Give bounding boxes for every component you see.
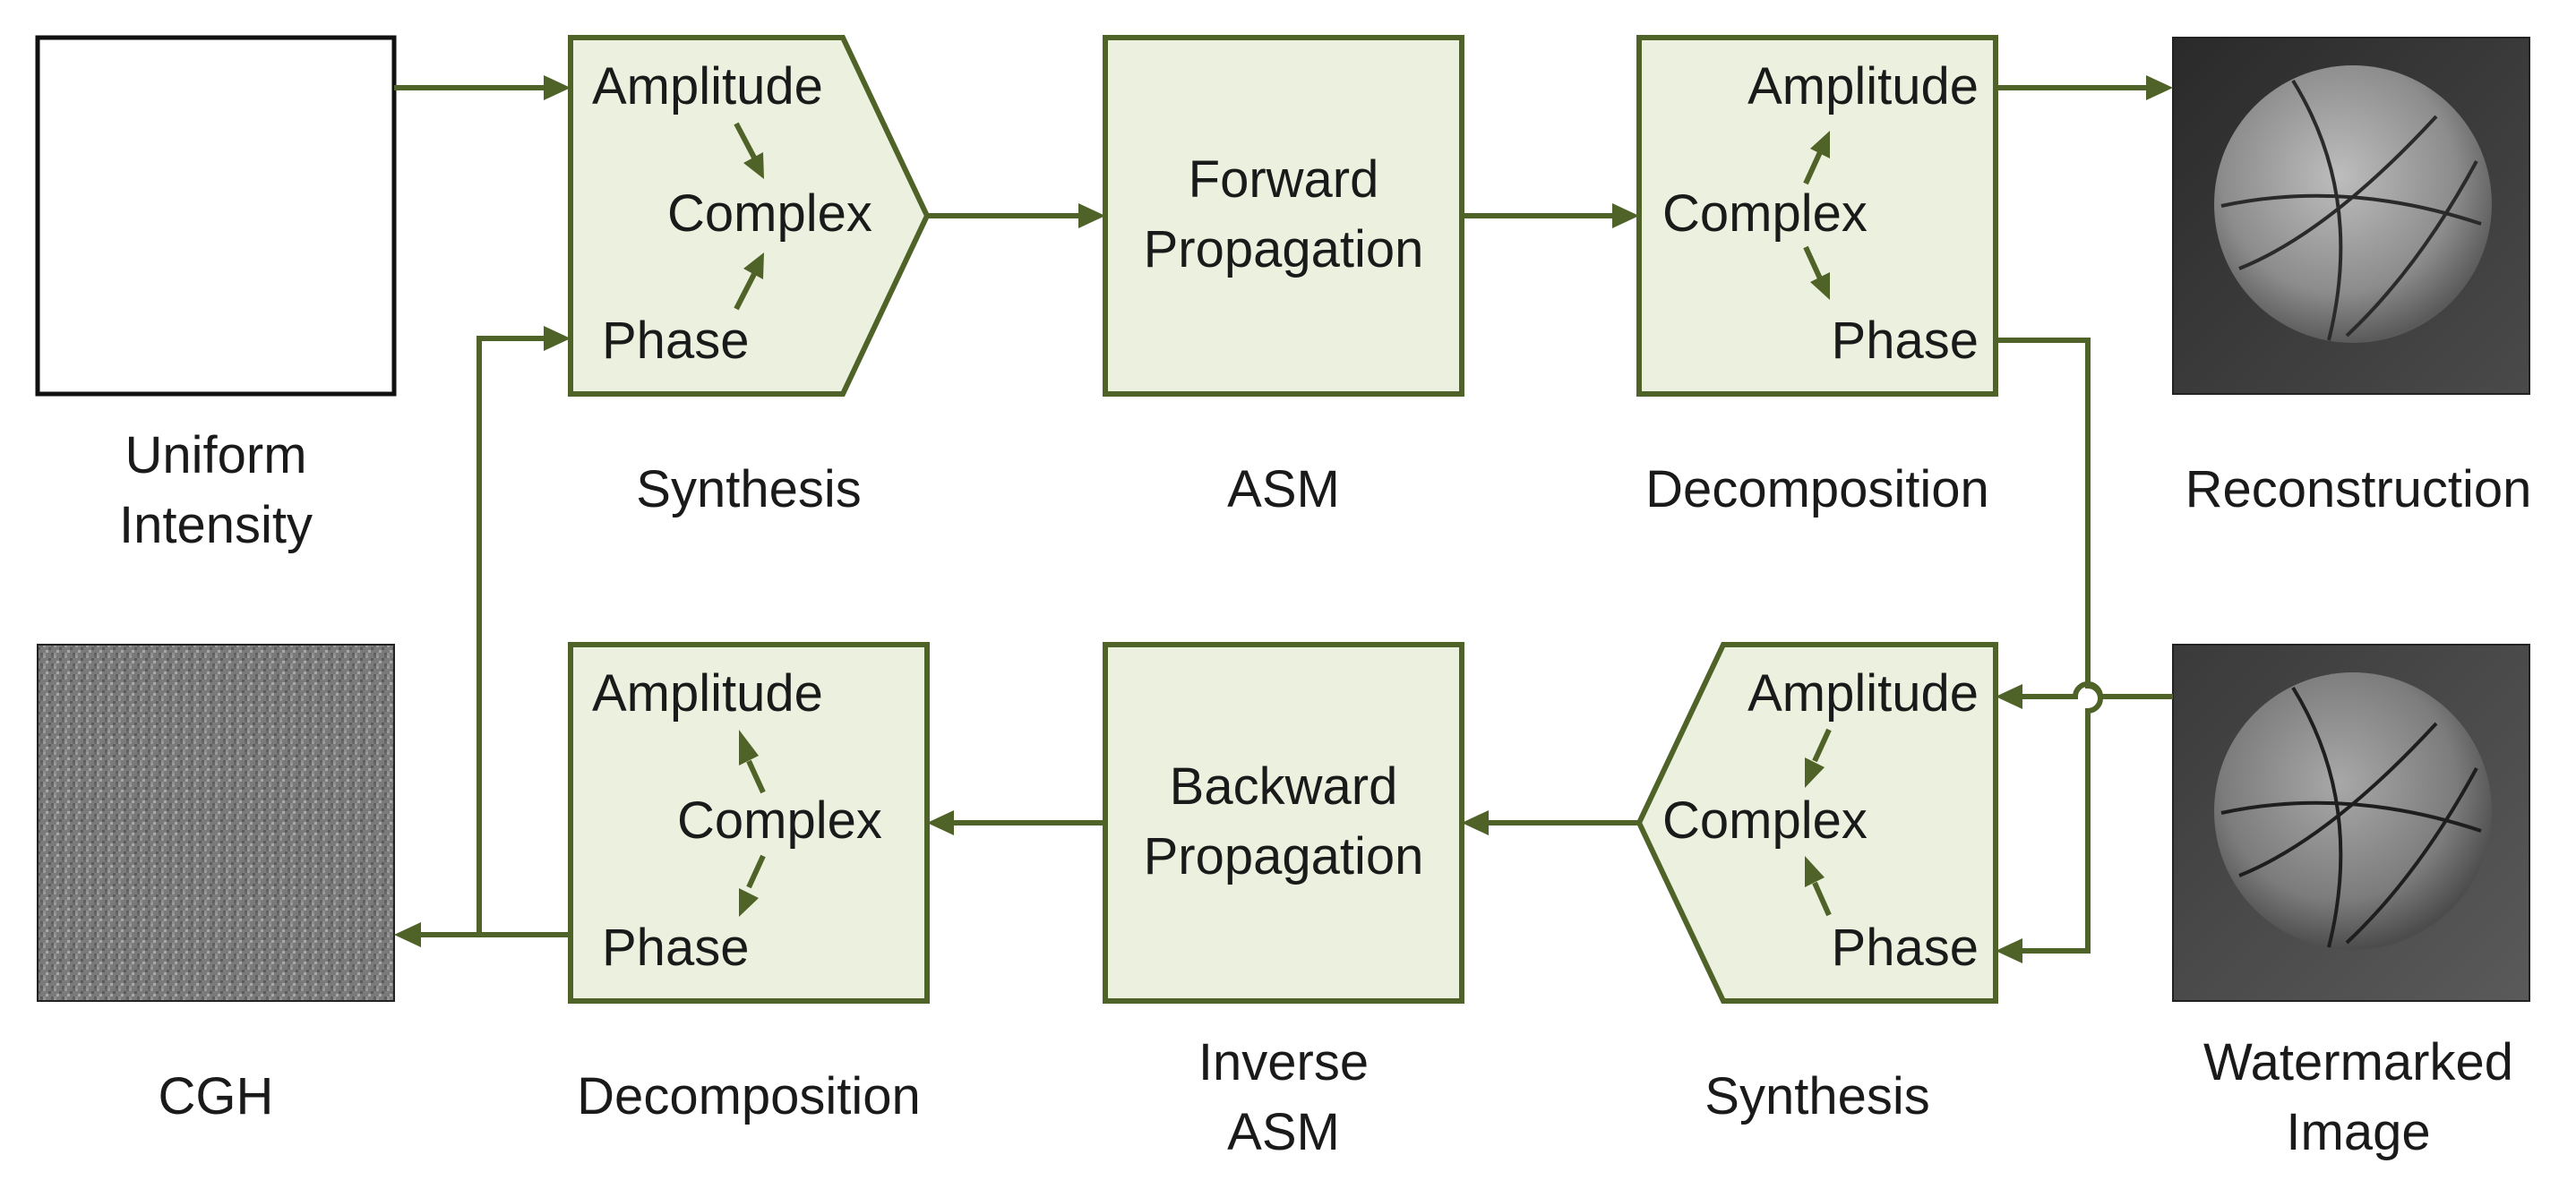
decomposition-top-box: [1636, 35, 1998, 397]
synthesis-bottom-phase: Phase: [1832, 919, 1979, 977]
backward-propagation-line1: Backward: [1170, 757, 1398, 816]
decomposition-bottom-caption: Decomposition: [577, 1067, 921, 1125]
synthesis-top-box: [568, 35, 931, 397]
inverse-asm-caption-line2: ASM: [1227, 1103, 1340, 1161]
asm-caption: ASM: [1227, 460, 1340, 518]
reconstruction-caption: Reconstruction: [2185, 460, 2532, 518]
synthesis-bottom-box: [1636, 642, 1998, 1004]
decomposition-bottom-complex: Complex: [677, 791, 882, 850]
cgh-image: [37, 644, 395, 1002]
arrow-cgh-loop-to-synthesis: [477, 336, 548, 935]
decomposition-top-complex: Complex: [1662, 184, 1868, 243]
synthesis-top-complex: Complex: [667, 184, 872, 243]
uniform-caption-line1: Uniform: [125, 426, 306, 484]
synthesis-top-amplitude: Amplitude: [592, 57, 823, 115]
uniform-intensity-image: [35, 35, 397, 397]
forward-propagation-box: [1103, 35, 1464, 397]
cgh-caption: CGH: [159, 1067, 274, 1125]
decomposition-top-phase: Phase: [1832, 312, 1979, 370]
arrow-phase-feedback: [1996, 338, 2103, 954]
backward-propagation-box: [1103, 642, 1464, 1004]
reconstruction-image: [2172, 37, 2530, 395]
inverse-asm-caption-line1: Inverse: [1198, 1033, 1369, 1091]
watermarked-image: [2172, 644, 2530, 1002]
uniform-caption-line2: Intensity: [119, 496, 313, 554]
arrow-watermark-to-synthesis: [2018, 681, 2173, 699]
forward-propagation-line2: Propagation: [1144, 220, 1424, 278]
synthesis-bottom-amplitude: Amplitude: [1747, 664, 1979, 723]
decomposition-bottom-amplitude: Amplitude: [592, 664, 823, 723]
watermarked-caption-line1: Watermarked: [2203, 1033, 2513, 1091]
synthesis-top-phase: Phase: [602, 312, 749, 370]
forward-propagation-line1: Forward: [1189, 150, 1379, 209]
backward-propagation-line2: Propagation: [1144, 827, 1424, 885]
synthesis-bottom-caption: Synthesis: [1704, 1067, 1929, 1125]
decomposition-top-caption: Decomposition: [1645, 460, 1989, 518]
synthesis-top-caption: Synthesis: [636, 460, 861, 518]
decomposition-top-amplitude: Amplitude: [1747, 57, 1979, 115]
decomposition-bottom-phase: Phase: [602, 919, 749, 977]
synthesis-bottom-complex: Complex: [1662, 791, 1868, 850]
watermarked-caption-line2: Image: [2286, 1103, 2430, 1161]
